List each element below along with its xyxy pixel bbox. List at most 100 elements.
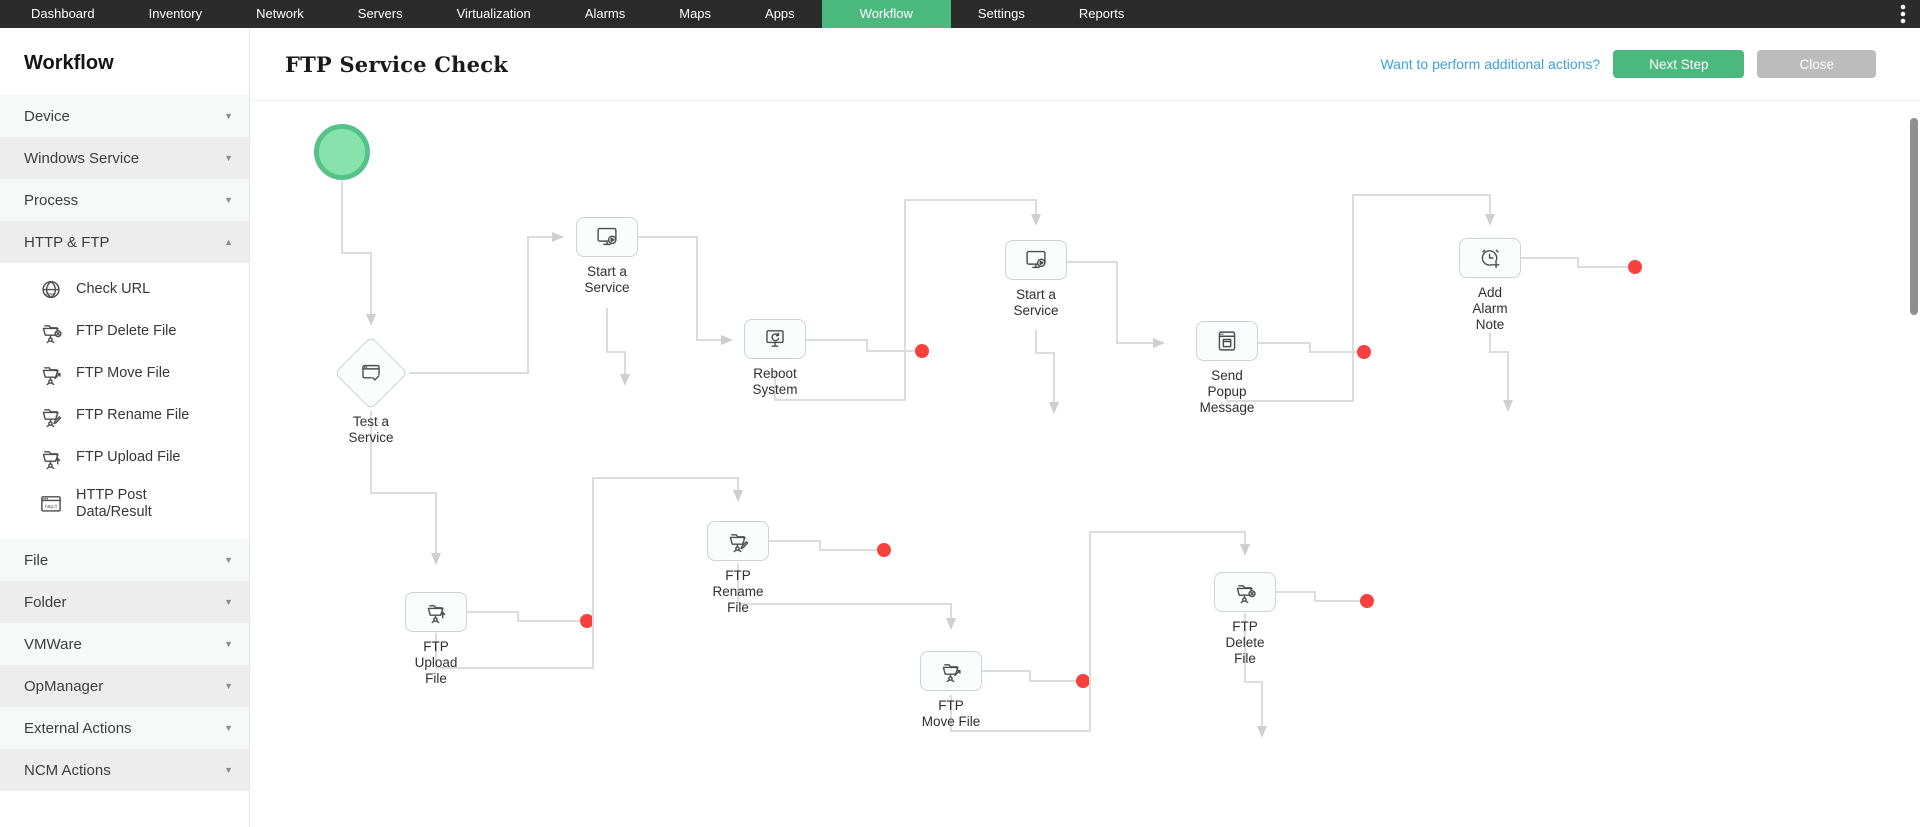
sidebar: Workflow Device▼ Windows Service ▼ Process ▼… bbox=[0, 28, 250, 827]
canvas-scrollbar[interactable] bbox=[1910, 118, 1918, 315]
workflow-connector bbox=[767, 540, 884, 551]
node-ftp-delete-file[interactable] bbox=[1214, 572, 1276, 612]
alarm-plus-icon bbox=[1477, 245, 1503, 271]
chevron-down-icon: ▼ bbox=[224, 153, 233, 163]
sidebar-section-opmanager[interactable]: OpManager▼ bbox=[0, 665, 249, 708]
node-label-ftp-move-file: FTP Move File bbox=[921, 698, 981, 730]
endpoint-dot[interactable] bbox=[1628, 260, 1642, 274]
nav-item-dashboard[interactable]: Dashboard bbox=[31, 6, 95, 21]
additional-actions-link[interactable]: Want to perform additional actions? bbox=[1380, 56, 1601, 72]
ftp-rename-icon bbox=[725, 528, 751, 554]
endpoint-dot[interactable] bbox=[1076, 674, 1090, 688]
nav-item-workflow[interactable]: Workflow bbox=[821, 0, 951, 28]
chevron-down-icon: ▼ bbox=[224, 555, 233, 566]
sidebar-section-vmware[interactable]: VMWare▼ bbox=[0, 623, 249, 666]
node-label-test-a-service: Test a Service bbox=[348, 414, 394, 446]
endpoint-dot[interactable] bbox=[580, 614, 594, 628]
chevron-up-icon: ▲ bbox=[224, 237, 233, 247]
endpoint-dot[interactable] bbox=[1357, 345, 1371, 359]
sidebar-sections: Device▼ Windows Service ▼ Process ▼ HTTP & FT… bbox=[0, 95, 249, 792]
endpoint-dot[interactable] bbox=[1360, 594, 1374, 608]
nav-item-virtualization[interactable]: Virtualization bbox=[456, 6, 531, 21]
workflow-connector bbox=[774, 199, 1041, 401]
node-start-a-service-2[interactable] bbox=[1005, 240, 1067, 280]
sidebar-section-windows-service[interactable]: Windows Service ▼ bbox=[0, 137, 249, 179]
node-label-start-a-service-1: Start a Service bbox=[584, 264, 630, 296]
sidebar-item-ftp-delete-file[interactable]: FTP Delete File bbox=[0, 311, 249, 353]
sidebar-title: Workflow bbox=[24, 52, 114, 74]
sidebar-item-ftp-move-file[interactable]: FTP Move File bbox=[0, 353, 249, 395]
sidebar-section-file[interactable]: File▼ bbox=[0, 539, 249, 582]
next-step-button[interactable]: Next Step bbox=[1613, 50, 1745, 78]
endpoint-dot[interactable] bbox=[877, 543, 891, 557]
ftp-upload-icon bbox=[423, 599, 449, 625]
page-header: FTP Service Check Want to perform additi… bbox=[250, 28, 1920, 101]
http-post-icon: http:// bbox=[38, 491, 64, 517]
sidebar-item-ftp-rename-file[interactable]: FTP Rename File bbox=[0, 395, 249, 437]
ftp-move-icon bbox=[38, 361, 64, 387]
node-label-reboot-system: Reboot System bbox=[752, 366, 798, 398]
ftp-rename-icon bbox=[38, 403, 64, 429]
workflow-connector bbox=[435, 477, 743, 669]
sidebar-item-label: FTP Upload File bbox=[76, 449, 181, 466]
svg-text:www.: www. bbox=[46, 291, 57, 296]
chevron-down-icon: ▼ bbox=[224, 765, 233, 776]
overflow-menu[interactable] bbox=[1892, 0, 1914, 28]
chevron-down-icon: ▼ bbox=[224, 111, 233, 121]
workflow-connector bbox=[737, 563, 956, 630]
node-ftp-rename-file[interactable] bbox=[707, 521, 769, 561]
workflow-connector bbox=[1035, 330, 1059, 414]
sidebar-item-ftp-upload-file[interactable]: FTP Upload File bbox=[0, 437, 249, 479]
nav-item-reports[interactable]: Reports bbox=[1078, 6, 1125, 21]
nav-item-alarms[interactable]: Alarms bbox=[584, 6, 626, 21]
sidebar-section-label: Folder bbox=[24, 593, 67, 611]
workflow-connector bbox=[1244, 613, 1267, 738]
header-controls: Want to perform additional actions? Next… bbox=[1380, 50, 1876, 78]
node-send-popup-message[interactable] bbox=[1196, 321, 1258, 361]
sidebar-section-ncm-actions[interactable]: NCM Actions▼ bbox=[0, 749, 249, 792]
nav-item-apps[interactable]: Apps bbox=[765, 6, 795, 21]
nav-item-servers[interactable]: Servers bbox=[357, 6, 403, 21]
chevron-down-icon: ▼ bbox=[224, 681, 233, 692]
endpoint-dot[interactable] bbox=[915, 344, 929, 358]
node-label-ftp-delete-file: FTP Delete File bbox=[1225, 619, 1265, 667]
sidebar-section-external-actions[interactable]: External Actions ▼ bbox=[0, 707, 249, 750]
globe-icon: www. bbox=[38, 277, 64, 303]
sidebar-section-label: Windows Service bbox=[24, 149, 140, 167]
page-title: FTP Service Check bbox=[285, 51, 508, 77]
sidebar-item-http-post-data-result[interactable]: http://HTTP Post Data/Result bbox=[0, 479, 249, 529]
sidebar-section-label: External Actions bbox=[24, 719, 132, 737]
node-label-ftp-upload-file: FTP Upload File bbox=[414, 639, 458, 687]
nav-item-inventory[interactable]: Inventory bbox=[148, 6, 203, 21]
workflow-connector bbox=[980, 670, 1083, 682]
sidebar-section-http-ftp[interactable]: HTTP & FTP▲ bbox=[0, 221, 249, 263]
workflow-connector bbox=[409, 232, 564, 374]
monitor-refresh-icon bbox=[762, 326, 788, 352]
sidebar-section-folder[interactable]: Folder▼ bbox=[0, 581, 249, 624]
workflow-connector bbox=[1274, 591, 1367, 602]
nav-item-network[interactable]: Network bbox=[256, 6, 304, 21]
ftp-move-icon bbox=[938, 658, 964, 684]
sidebar-section-process[interactable]: Process ▼ bbox=[0, 179, 249, 221]
monitor-play-icon bbox=[1023, 247, 1049, 273]
nav-item-maps[interactable]: Maps bbox=[679, 6, 712, 21]
node-label-ftp-rename-file: FTP Rename File bbox=[712, 568, 764, 616]
node-start[interactable] bbox=[314, 124, 370, 180]
node-ftp-move-file[interactable] bbox=[920, 651, 982, 691]
sidebar-section-device[interactable]: Device▼ bbox=[0, 95, 249, 137]
close-button[interactable]: Close bbox=[1757, 50, 1876, 78]
workflow-connector bbox=[950, 531, 1250, 732]
node-add-alarm-note[interactable] bbox=[1459, 238, 1521, 278]
node-ftp-upload-file[interactable] bbox=[405, 592, 467, 632]
nav-item-settings[interactable]: Settings bbox=[977, 6, 1025, 21]
node-start-a-service-1[interactable] bbox=[576, 217, 638, 257]
chevron-down-icon: ▼ bbox=[224, 723, 233, 734]
sidebar-section-label: Process bbox=[24, 191, 79, 209]
sidebar-item-check-url[interactable]: www.Check URL bbox=[0, 269, 249, 311]
node-label-send-popup-message: Send Popup Message bbox=[1199, 368, 1255, 416]
chevron-down-icon: ▼ bbox=[224, 195, 233, 205]
sidebar-item-label: FTP Rename File bbox=[76, 407, 190, 424]
node-reboot-system[interactable] bbox=[744, 319, 806, 359]
workflow-connector bbox=[341, 181, 376, 326]
